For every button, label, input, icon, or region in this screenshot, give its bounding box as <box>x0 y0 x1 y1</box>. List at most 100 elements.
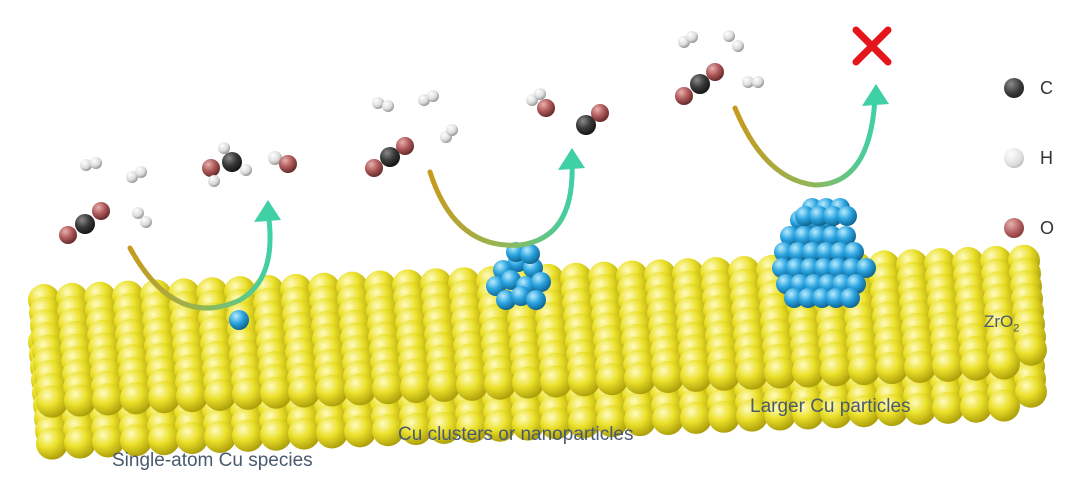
cu-cluster-atom <box>526 290 546 310</box>
zro2-sphere <box>316 374 348 407</box>
h2-molecule <box>678 31 698 48</box>
legend-item-carbon: C <box>1004 76 1053 100</box>
zro2-sphere <box>1015 333 1047 366</box>
cu-cluster-atom <box>531 272 551 292</box>
reaction-arrow <box>427 159 575 248</box>
oxygen-atom <box>591 104 609 122</box>
hydrogen-atom <box>268 151 282 165</box>
cu-particle-atom <box>826 288 846 308</box>
zro2-sphere <box>932 349 964 382</box>
co2-molecule <box>675 63 724 105</box>
zro2-sphere <box>260 418 292 451</box>
cu-particle-atom <box>844 242 864 262</box>
zro2-sphere <box>232 377 264 410</box>
co2-molecule <box>365 137 414 177</box>
cu-particle-atom <box>823 206 843 226</box>
hydrogen-atom <box>135 166 147 178</box>
zro2-sphere <box>764 398 796 431</box>
zro2-sphere <box>624 404 656 437</box>
cu-particle-atom <box>786 258 806 278</box>
zro2-sphere <box>904 350 936 383</box>
zro2-sphere <box>1015 375 1047 408</box>
cu-particle-atom <box>800 258 820 278</box>
hydrogen-atom <box>90 157 102 169</box>
oxygen-atom-icon <box>1004 218 1024 238</box>
arrowhead-icon <box>862 84 889 106</box>
co2-molecule <box>59 202 110 244</box>
caption-clusters: Cu clusters or nanoparticles <box>398 424 634 445</box>
h2-molecule <box>80 157 102 171</box>
cu-particle-atom <box>772 258 792 278</box>
cu-particle-atom <box>788 242 808 262</box>
cu-cluster-atom <box>501 270 521 290</box>
oxygen-atom <box>92 202 110 220</box>
zro2-sphere <box>148 423 180 456</box>
zro2-sphere <box>428 370 460 402</box>
arrowhead-icon <box>558 148 585 170</box>
zro2-sphere <box>288 417 320 450</box>
cu-particle-atom <box>830 242 850 262</box>
hydrogen-atom <box>208 175 220 187</box>
reaction-arrow <box>127 209 273 311</box>
cu-particle-atom <box>840 288 860 308</box>
legend-label: C <box>1040 77 1053 98</box>
zro2-sphere <box>848 395 880 428</box>
zro2-sphere <box>960 348 992 381</box>
zro2-sphere <box>176 380 208 413</box>
zro2-sphere <box>736 399 768 432</box>
caption-large-particles: Larger Cu particles <box>750 396 911 417</box>
zro2-sphere <box>764 356 796 389</box>
cu-particle-atom <box>816 242 836 262</box>
hydrogen-atom <box>534 88 546 100</box>
water-molecule <box>268 151 297 173</box>
zro2-sphere <box>792 397 824 430</box>
zro2-sphere <box>120 382 152 415</box>
hydrogen-atom <box>446 124 458 136</box>
caption-single-atom: Single-atom Cu species <box>112 450 313 471</box>
reaction-arrows <box>127 84 889 311</box>
h2-molecule <box>372 97 394 112</box>
hydrogen-atom <box>132 207 144 219</box>
zro2-sphere <box>260 376 292 409</box>
zro2-sphere <box>344 415 376 448</box>
h2-molecule <box>126 166 147 183</box>
hydrogen-atom <box>140 216 152 228</box>
zro2-sphere <box>708 358 740 391</box>
carbon-atom <box>690 74 710 94</box>
cu-particle-atom <box>774 242 794 262</box>
zro2-sphere <box>316 416 348 449</box>
cu-single-atom <box>229 310 249 330</box>
zro2-support-slab <box>28 244 1047 460</box>
zro2-sphere <box>540 365 572 398</box>
hydrogen-atom <box>427 90 439 102</box>
cu-particle-atom <box>812 288 832 308</box>
zro2-sphere <box>568 364 600 397</box>
zro2-sphere <box>120 424 152 457</box>
support-label: ZrO2 <box>984 312 1020 335</box>
cu-particle-atom <box>802 242 822 262</box>
zro2-sphere <box>512 408 544 441</box>
oxygen-atom <box>706 63 724 81</box>
hydrogen-atom <box>686 31 698 43</box>
legend-item-oxygen: O <box>1004 216 1054 240</box>
cu-particle-atom <box>795 206 815 226</box>
zro2-sphere <box>540 407 572 440</box>
zro2-sphere <box>456 410 488 443</box>
hydrogen-atom <box>80 159 92 171</box>
zro2-sphere <box>204 378 236 411</box>
zro2-sphere <box>428 412 460 444</box>
cu-particle-atom <box>780 226 800 246</box>
zro2-sphere <box>708 400 740 433</box>
carbon-atom <box>75 214 95 234</box>
cu-particle-atom <box>798 288 818 308</box>
cu-particle-atom <box>814 258 834 278</box>
gas-molecules <box>59 30 764 244</box>
cu-particle-atom <box>794 226 814 246</box>
zro2-sphere <box>960 390 992 423</box>
zro2-sphere <box>596 405 628 438</box>
oxygen-atom <box>202 159 220 177</box>
zro2-sphere <box>400 413 432 446</box>
hydrogen-atom-icon <box>1004 148 1024 168</box>
zro2-sphere <box>652 361 684 394</box>
zro2-sphere <box>484 367 516 400</box>
